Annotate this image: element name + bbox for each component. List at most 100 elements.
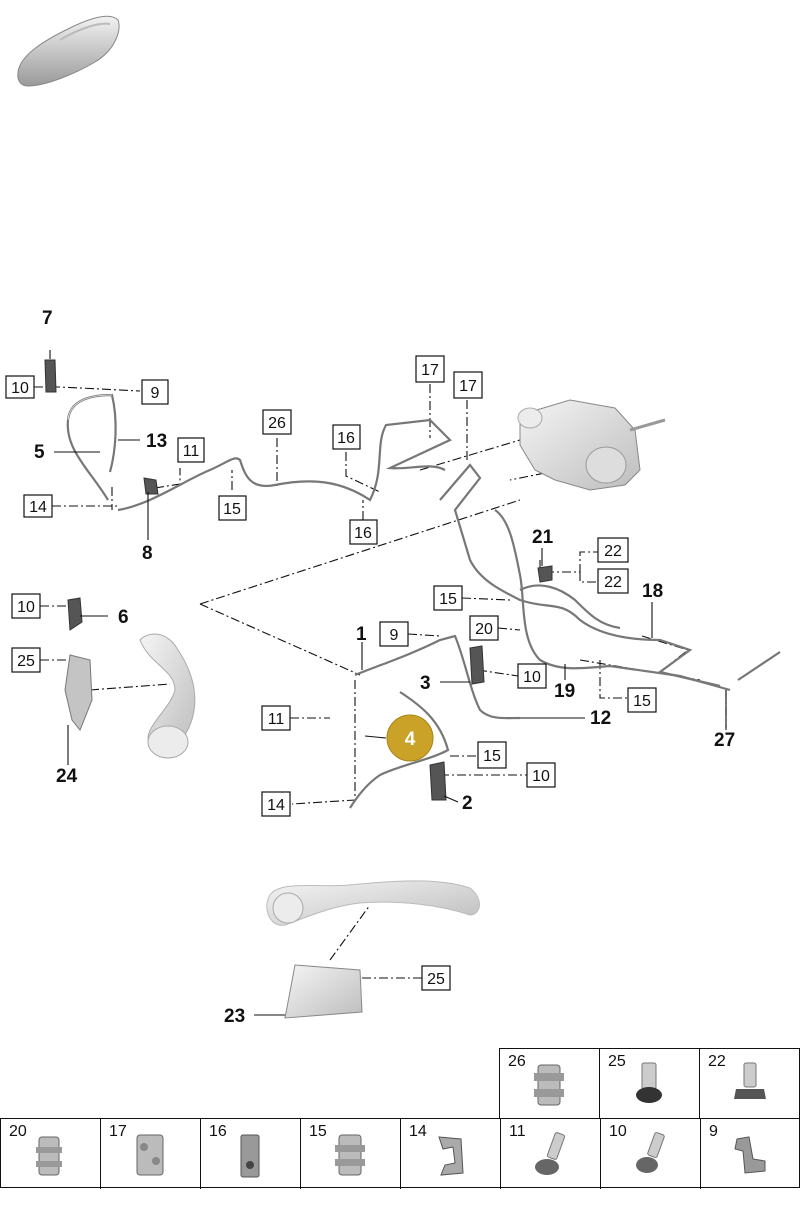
callout-box-16a[interactable]: 16: [332, 424, 361, 450]
part-number: 26: [508, 1053, 526, 1070]
bracket-part-2: [429, 761, 447, 801]
part-cell-26[interactable]: 26: [500, 1049, 600, 1119]
callout-box-22a[interactable]: 22: [597, 537, 629, 563]
svg-text:16: 16: [337, 430, 355, 447]
callout-box-14a[interactable]: 14: [23, 494, 53, 518]
callout-12[interactable]: 12: [590, 708, 611, 729]
callout-box-17b[interactable]: 17: [453, 371, 483, 399]
part-cell-10[interactable]: 10: [601, 1119, 701, 1189]
part-cell-20[interactable]: 20: [1, 1119, 101, 1189]
callout-box-20[interactable]: 20: [469, 615, 499, 641]
part-number: 14: [409, 1123, 427, 1140]
callout-box-22b[interactable]: 22: [597, 568, 629, 594]
svg-text:26: 26: [268, 415, 286, 432]
callout-box-10a[interactable]: 10: [5, 375, 35, 399]
callout-21[interactable]: 21: [532, 527, 554, 548]
control-arm-upper: [139, 633, 196, 759]
clip-icon: [335, 1134, 365, 1176]
callout-box-9b[interactable]: 9: [379, 621, 409, 647]
callout-box-11b[interactable]: 11: [261, 705, 291, 731]
callout-23[interactable]: 23: [224, 1006, 245, 1027]
svg-text:20: 20: [475, 621, 493, 638]
svg-text:14: 14: [29, 499, 47, 516]
part-number: 10: [609, 1123, 627, 1140]
callout-box-9a[interactable]: 9: [141, 379, 169, 405]
svg-text:22: 22: [604, 574, 622, 591]
clip-icon: [36, 1136, 62, 1176]
svg-text:15: 15: [633, 693, 651, 710]
callout-6[interactable]: 6: [118, 607, 129, 628]
callout-1[interactable]: 1: [356, 624, 367, 645]
svg-text:25: 25: [427, 971, 445, 988]
svg-text:10: 10: [532, 768, 550, 785]
part-number: 20: [9, 1123, 27, 1140]
control-arm-lower: [266, 880, 480, 926]
callout-4-highlight[interactable]: 4: [364, 714, 434, 762]
callout-5[interactable]: 5: [34, 442, 45, 463]
callout-box-15d[interactable]: 15: [477, 741, 507, 769]
svg-text:22: 22: [604, 543, 622, 560]
part-cell-14[interactable]: 14: [401, 1119, 501, 1189]
callout-box-15b[interactable]: 15: [433, 585, 463, 611]
svg-text:16: 16: [354, 525, 372, 542]
part-number: 22: [708, 1053, 726, 1070]
double-clip-icon: [136, 1134, 164, 1176]
callout-box-16b[interactable]: 16: [349, 519, 378, 545]
callout-4-label: 4: [405, 729, 416, 750]
svg-text:15: 15: [439, 591, 457, 608]
part-cell-17[interactable]: 17: [101, 1119, 201, 1189]
clip-icon: [534, 1064, 564, 1106]
brake-pipes: [66, 393, 781, 809]
callout-box-25b[interactable]: 25: [421, 965, 451, 991]
bracket-part-6: [67, 597, 83, 631]
svg-text:25: 25: [17, 653, 35, 670]
part-number: 17: [109, 1123, 127, 1140]
part-cell-16[interactable]: 16: [201, 1119, 301, 1189]
svg-text:10: 10: [523, 669, 541, 686]
flange-bolt-icon: [734, 1062, 766, 1099]
callout-box-15a[interactable]: 15: [218, 495, 247, 521]
part-number: 15: [309, 1123, 327, 1140]
callout-18[interactable]: 18: [642, 581, 663, 602]
bold-callouts: 7 5 13 8 6 1 3 21 18 19 12 27 24 2 23: [34, 308, 735, 1027]
callout-box-14b[interactable]: 14: [261, 791, 291, 817]
part-cell-11[interactable]: 11: [501, 1119, 601, 1189]
part-cell-9[interactable]: 9: [701, 1119, 800, 1189]
callout-box-26[interactable]: 26: [262, 409, 292, 435]
callout-2[interactable]: 2: [462, 793, 473, 814]
callout-box-10c[interactable]: 10: [11, 593, 41, 619]
callout-8[interactable]: 8: [142, 543, 153, 564]
leader-lines: [54, 439, 727, 1016]
parts-table-top-row: 26 25 22: [499, 1048, 800, 1119]
callout-box-11a[interactable]: 11: [177, 437, 205, 463]
part-cell-22[interactable]: 22: [700, 1049, 800, 1119]
callout-box-10d[interactable]: 10: [526, 762, 556, 788]
heat-shield-23: [284, 964, 363, 1019]
bracket-part-3: [469, 645, 485, 685]
svg-text:11: 11: [268, 711, 285, 728]
vehicle-thumbnail: [17, 15, 120, 87]
bolt-icon: [535, 1132, 566, 1175]
clip-part-8: [143, 477, 159, 495]
bolt-icon: [636, 1132, 665, 1173]
callout-3[interactable]: 3: [420, 673, 431, 694]
svg-text:11: 11: [183, 443, 200, 460]
svg-text:10: 10: [17, 599, 35, 616]
callout-19[interactable]: 19: [554, 681, 575, 702]
svg-text:10: 10: [11, 380, 29, 397]
callout-27[interactable]: 27: [714, 730, 735, 751]
callout-box-25a[interactable]: 25: [11, 647, 41, 673]
callout-box-10b[interactable]: 10: [517, 663, 547, 689]
callout-24[interactable]: 24: [56, 766, 78, 787]
bracket-part-7: [44, 359, 57, 393]
callout-box-17a[interactable]: 17: [415, 355, 445, 383]
part-cell-15[interactable]: 15: [301, 1119, 401, 1189]
part-cell-25[interactable]: 25: [600, 1049, 700, 1119]
callout-13[interactable]: 13: [146, 431, 167, 452]
holder-icon: [240, 1134, 260, 1178]
callout-7[interactable]: 7: [42, 308, 53, 329]
svg-text:15: 15: [483, 748, 501, 765]
callout-box-15c[interactable]: 15: [627, 687, 657, 713]
spring-clip-icon: [438, 1136, 464, 1176]
